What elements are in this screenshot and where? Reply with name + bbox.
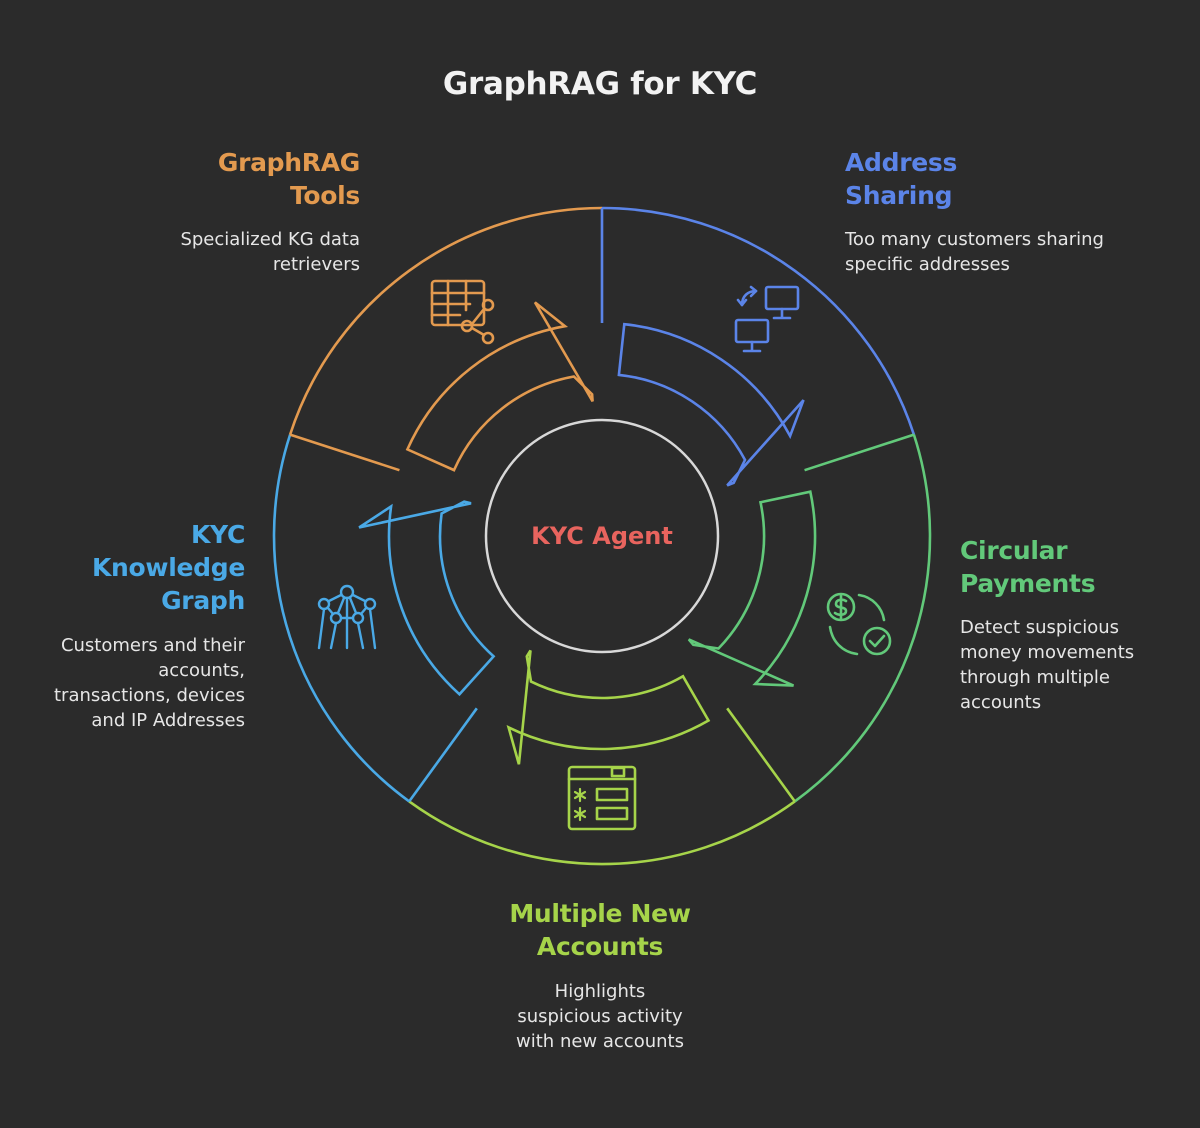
ring-divider-accounts — [726, 707, 796, 803]
outer-ring — [272, 206, 932, 866]
inner-arrow-knowledge — [358, 500, 496, 697]
segment-accounts-description: Highlights suspicious activity with new … — [516, 981, 684, 1052]
diagram-title: GraphRAG for KYC — [442, 66, 758, 102]
ring-arc-knowledge — [272, 434, 410, 803]
segment-address: Address Sharing Too many customers shari… — [845, 146, 1165, 277]
inner-arrows — [358, 301, 817, 765]
ring-arc-address — [601, 206, 916, 436]
segment-circular-description: Detect suspicious money movements throug… — [960, 617, 1135, 713]
segment-tools: GraphRAG Tools Specialized KG data retri… — [100, 146, 360, 277]
segment-circular: Circular Payments Detect suspicious mone… — [960, 534, 1190, 715]
ring-divider-knowledge — [408, 707, 478, 803]
center-circle — [484, 418, 720, 654]
segment-knowledge-heading: KYC Knowledge Graph — [91, 520, 245, 615]
inner-arrow-accounts — [506, 649, 711, 765]
segment-accounts-heading: Multiple New Accounts — [509, 899, 691, 961]
segment-knowledge: KYC Knowledge Graph Customers and their … — [10, 518, 245, 733]
segment-address-description: Too many customers sharing specific addr… — [845, 229, 1104, 275]
ring-arc-tools — [288, 206, 603, 436]
ring-arc-accounts — [408, 800, 796, 866]
network-nodes-icon — [317, 584, 377, 650]
ring-arc-circular — [794, 434, 932, 803]
segment-knowledge-description: Customers and their accounts, transactio… — [53, 635, 245, 731]
table-share-icon — [430, 279, 495, 345]
inner-arrow-tools — [405, 301, 594, 472]
segment-tools-heading: GraphRAG Tools — [217, 148, 360, 210]
segment-accounts: Multiple New Accounts Highlights suspici… — [420, 897, 780, 1054]
segment-address-heading: Address Sharing — [845, 148, 958, 210]
inner-arrow-address — [617, 322, 805, 487]
ring-divider-tools — [289, 433, 400, 472]
inner-arrow-circular — [687, 490, 817, 687]
segment-circular-heading: Circular Payments — [960, 536, 1096, 598]
center-label: KYC Agent — [531, 522, 673, 550]
segment-tools-description: Specialized KG data retrievers — [180, 229, 360, 275]
devices-sync-icon — [734, 285, 800, 353]
ring-dividers — [289, 208, 915, 803]
ring-divider-circular — [804, 433, 915, 472]
form-asterisk-icon — [567, 765, 637, 831]
money-check-cycle-icon — [826, 592, 892, 656]
